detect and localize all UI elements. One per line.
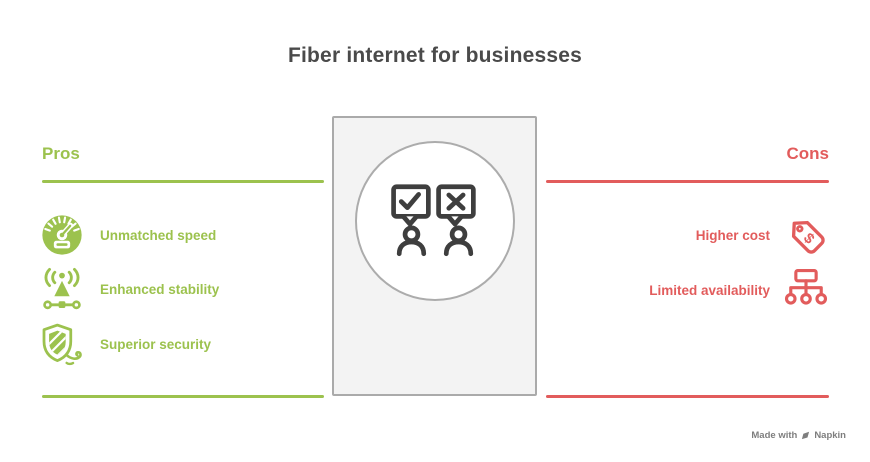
pros-bottom-divider	[42, 395, 324, 398]
speedometer-icon	[38, 211, 86, 259]
pros-item-label: Unmatched speed	[100, 227, 217, 243]
pros-item-security: Superior security	[38, 320, 211, 368]
cons-bottom-divider	[546, 395, 829, 398]
napkin-pen-icon	[802, 431, 810, 440]
price-tag-icon: $	[782, 211, 830, 259]
pros-item-speed: Unmatched speed	[38, 211, 216, 259]
pros-item-stability: Enhanced stability	[38, 265, 219, 313]
page-title: Fiber internet for businesses	[287, 44, 583, 67]
cons-item-label: Limited availability	[649, 282, 770, 298]
made-with-text: Made with	[751, 430, 798, 441]
cons-item-label: Higher cost	[695, 227, 770, 243]
cons-item-availability: Limited availability	[649, 266, 830, 314]
center-circle	[355, 141, 515, 301]
pros-top-divider	[42, 180, 324, 183]
antenna-icon	[38, 265, 86, 313]
approve-reject-conversation-icon	[391, 184, 476, 257]
shield-icon	[38, 320, 86, 368]
cons-item-cost: Higher cost $	[696, 211, 830, 259]
made-with-napkin-credit: Made with Napkin	[751, 430, 846, 441]
pros-item-label: Superior security	[100, 336, 212, 352]
pros-item-label: Enhanced stability	[100, 281, 220, 297]
network-tree-icon	[782, 266, 830, 314]
cons-top-divider	[546, 180, 829, 183]
napkin-brand-text: Napkin	[814, 430, 846, 441]
cons-heading: Cons	[786, 144, 830, 163]
pros-heading: Pros	[42, 144, 80, 163]
